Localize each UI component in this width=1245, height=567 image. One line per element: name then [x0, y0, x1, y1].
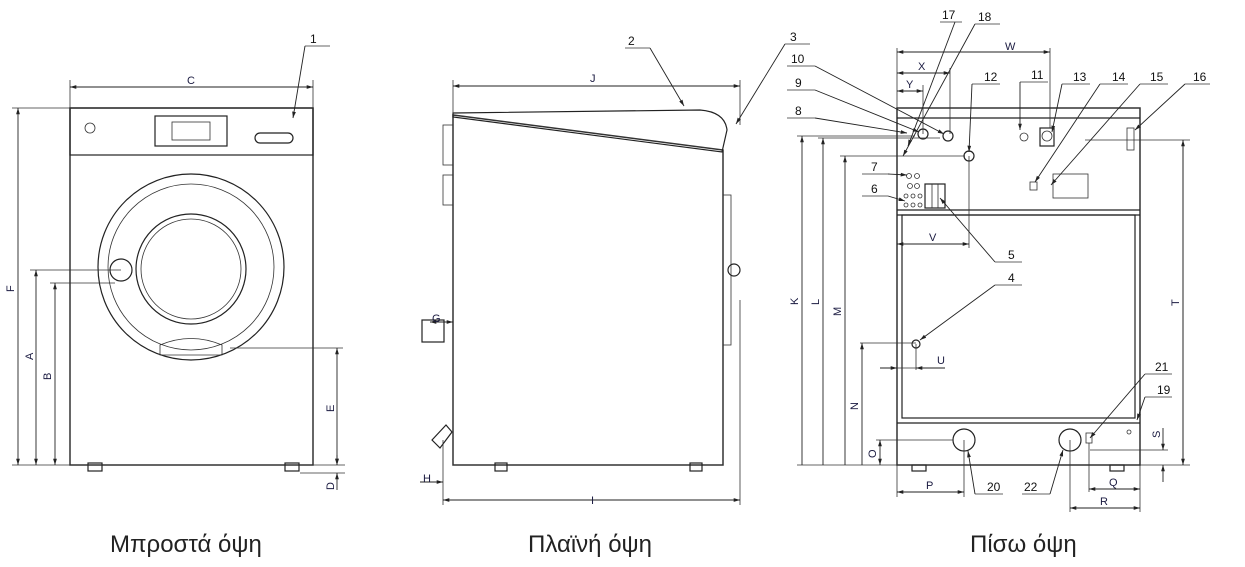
- dim-O: O: [867, 449, 879, 458]
- dim-J: J: [590, 73, 596, 85]
- callout-10: 10: [791, 52, 805, 66]
- callout-21: 21: [1155, 360, 1169, 374]
- dim-D: D: [325, 482, 337, 490]
- terminal-block: [924, 183, 946, 209]
- dim-N: N: [849, 402, 861, 410]
- door-hinge: [159, 338, 223, 356]
- front-view-caption: Μπροστά όψη: [110, 531, 262, 558]
- door-ring: [107, 183, 275, 351]
- back-view: W X Y V K L M N O U P: [787, 8, 1210, 558]
- dim-M: M: [832, 307, 844, 316]
- dim-Y: Y: [906, 79, 914, 91]
- side-view: J G H I 2 3 Πλαϊνή όψη: [420, 30, 810, 558]
- back-cabinet: [896, 107, 1141, 466]
- callout-13: 13: [1073, 70, 1087, 84]
- dim-R: R: [1100, 496, 1108, 508]
- callout-15: 15: [1150, 70, 1164, 84]
- dim-H: H: [423, 473, 431, 485]
- dim-Q: Q: [1109, 477, 1118, 489]
- back-panel: [901, 214, 1136, 419]
- dim-W: W: [1005, 41, 1016, 53]
- callout-22: 22: [1024, 480, 1038, 494]
- callout-18: 18: [978, 10, 992, 24]
- callout-3: 3: [790, 30, 797, 44]
- dim-P: P: [926, 480, 933, 492]
- door-profile: [722, 194, 732, 346]
- dim-S: S: [1151, 431, 1163, 438]
- callout-19: 19: [1157, 383, 1171, 397]
- water-inlet: [421, 319, 445, 343]
- callout-11: 11: [1031, 68, 1044, 82]
- callout-7: 7: [871, 160, 878, 174]
- callout-16: 16: [1193, 70, 1207, 84]
- door-outer-ring: [97, 173, 285, 361]
- display-frame: [154, 115, 228, 147]
- callout-2: 2: [628, 34, 635, 48]
- start-button: [254, 132, 294, 144]
- dim-G: G: [432, 313, 441, 325]
- dim-L: L: [810, 299, 822, 305]
- drain-valve: [431, 424, 453, 449]
- dim-F: F: [5, 285, 17, 292]
- dim-C: C: [187, 75, 195, 87]
- callout-8: 8: [795, 104, 802, 118]
- callout-20: 20: [987, 480, 1001, 494]
- dim-K: K: [789, 297, 801, 305]
- dim-B: B: [42, 373, 54, 380]
- dim-A: A: [24, 352, 36, 360]
- callout-4: 4: [1008, 271, 1015, 285]
- dim-I: I: [591, 495, 594, 507]
- callout-5: 5: [1008, 248, 1015, 262]
- logo-icon: [84, 122, 96, 134]
- door-glass: [135, 213, 247, 325]
- callouts: 17 18 10 9 8 12 11 13 14 15 16 7 6: [787, 8, 1210, 495]
- side-top-panel: [452, 109, 728, 153]
- callout-17: 17: [942, 8, 956, 22]
- front-view: C F A B E D 1 Μπροστά όψη: [5, 32, 345, 558]
- main-switch: [1039, 127, 1055, 147]
- callout-12: 12: [984, 70, 998, 84]
- dim-E: E: [325, 405, 337, 412]
- dim-U: U: [937, 355, 945, 367]
- callout-1: 1: [310, 32, 317, 46]
- dim-V: V: [929, 232, 937, 244]
- display-screen: [171, 121, 211, 141]
- back-view-caption: Πίσω όψη: [970, 531, 1077, 558]
- inlet-10: [942, 130, 954, 142]
- dim-T: T: [1170, 299, 1182, 306]
- dim-X: X: [918, 61, 926, 73]
- callout-6: 6: [871, 182, 878, 196]
- front-cabinet: [69, 107, 314, 466]
- door-handle-side: [727, 263, 741, 277]
- callout-9: 9: [795, 76, 802, 90]
- side-cabinet: [452, 114, 724, 466]
- side-view-caption: Πλαϊνή όψη: [528, 531, 652, 558]
- callout-14: 14: [1112, 70, 1126, 84]
